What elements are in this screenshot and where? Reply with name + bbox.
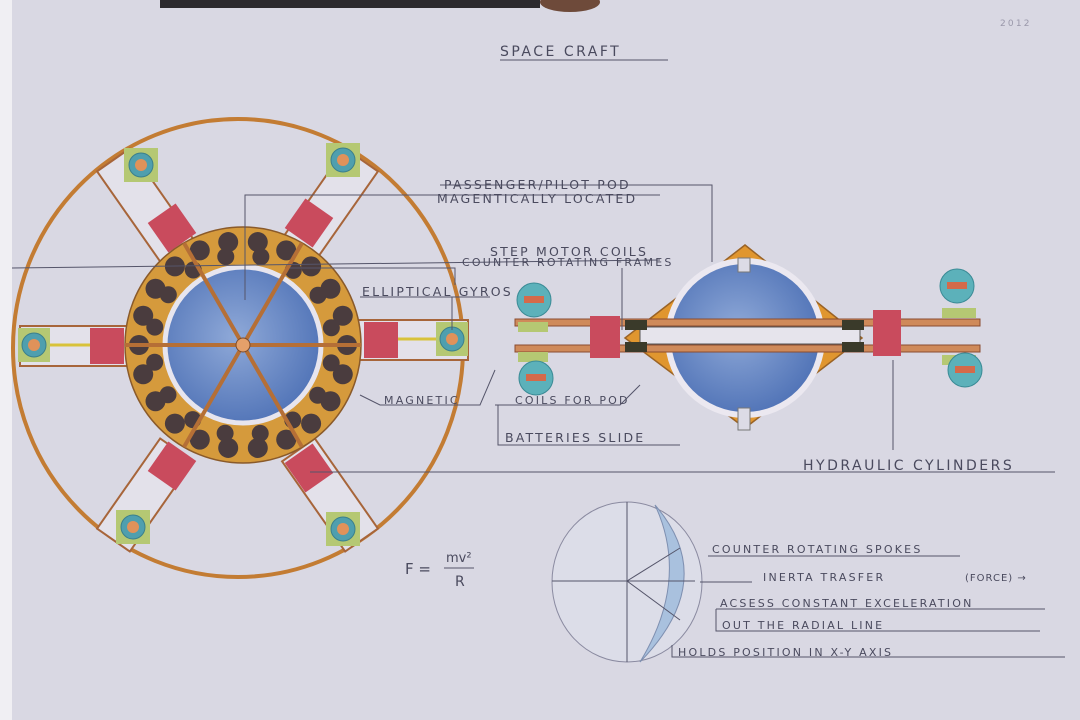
label-step-motor-coils: STEP MOTOR COILS xyxy=(490,244,648,259)
finger xyxy=(540,0,600,12)
battery-cell xyxy=(276,240,297,261)
battery-cell xyxy=(159,386,177,404)
battery-cell xyxy=(251,424,269,442)
battery-cell xyxy=(332,305,353,326)
battery-cell xyxy=(332,364,353,385)
leader-lines xyxy=(11,184,1055,473)
label-magnetically-located: MAGENTICALLY LOCATED xyxy=(437,191,637,206)
battery-cell xyxy=(133,364,154,385)
note-holds-position: HOLDS POSITION IN X-Y AXIS xyxy=(678,646,893,659)
formula-denominator: R xyxy=(455,574,465,590)
battery-cell xyxy=(217,248,235,266)
note-force: (FORCE) → xyxy=(965,573,1027,584)
rotating-wheel xyxy=(11,117,469,579)
label-elliptical-gyros: ELLIPTICAL GYROS xyxy=(362,284,513,299)
battery-cell xyxy=(189,429,210,450)
battery-cell xyxy=(146,318,164,336)
drawing-title: SPACE CRAFT xyxy=(500,44,621,60)
battery-cell xyxy=(189,240,210,261)
label-magnetic: MAGNETIC xyxy=(384,394,460,407)
battery-cell xyxy=(322,319,340,337)
note-acsess-constant: ACSESS CONSTANT EXCELERATION xyxy=(720,597,974,610)
battery-cell xyxy=(301,413,322,434)
battery-cell xyxy=(247,437,268,458)
battery-cell xyxy=(218,232,239,253)
centripetal-formula: F = mv² R xyxy=(405,551,474,590)
note-inertia-transfer: INERTA TRASFER xyxy=(763,571,885,584)
label-counter-rotating-frames: COUNTER ROTATING FRAMES xyxy=(462,256,674,269)
passenger-craft xyxy=(514,244,983,431)
battery-cell xyxy=(276,429,297,450)
battery-cell xyxy=(309,386,327,404)
force-diagram xyxy=(551,501,1065,663)
signature-year: 2012 xyxy=(1000,19,1032,29)
battery-cell xyxy=(133,305,154,326)
label-passenger-pod: PASSENGER/PILOT POD xyxy=(444,177,631,192)
note-radial-line: OUT THE RADIAL LINE xyxy=(722,619,884,632)
formula-numerator: mv² xyxy=(446,551,472,566)
battery-cell xyxy=(309,286,327,304)
note-counter-rotating-spokes: COUNTER ROTATING SPOKES xyxy=(712,543,923,556)
battery-cell xyxy=(301,256,322,277)
battery-cell xyxy=(322,354,340,372)
background-strip xyxy=(160,0,540,8)
battery-cell xyxy=(247,232,268,253)
label-coils-for-pod: COILS FOR POD xyxy=(515,394,630,407)
battery-cell xyxy=(252,248,270,266)
battery-cell xyxy=(159,286,177,304)
battery-cell xyxy=(146,353,164,371)
label-hydraulic-cylinders: HYDRAULIC CYLINDERS xyxy=(803,458,1014,474)
formula-lhs: F = xyxy=(405,560,431,578)
battery-cell xyxy=(216,424,234,442)
battery-cell xyxy=(164,413,185,434)
paper-edge xyxy=(0,0,12,720)
battery-cell xyxy=(218,437,239,458)
label-batteries-slide: BATTERIES SLIDE xyxy=(505,430,645,445)
